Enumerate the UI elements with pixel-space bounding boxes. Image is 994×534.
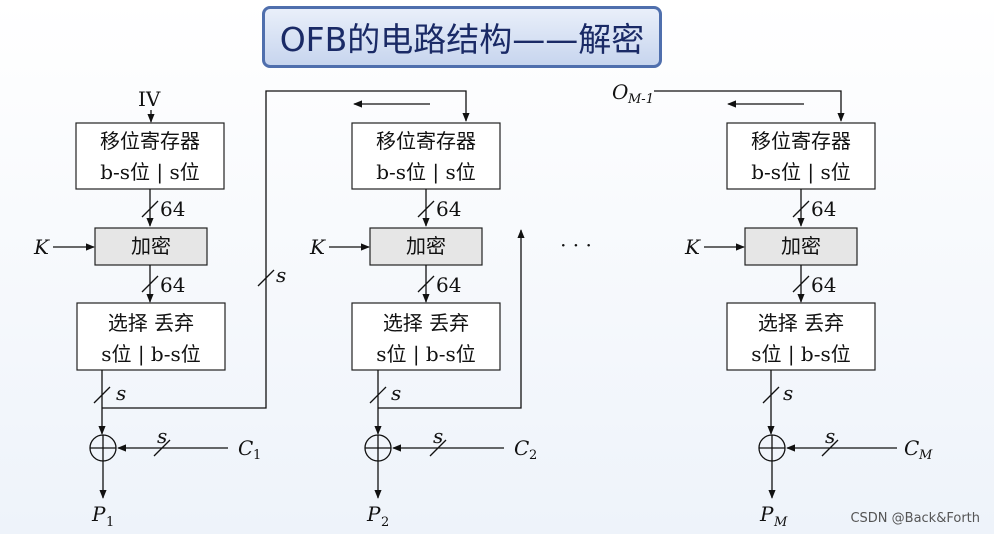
- feedback-line: [378, 229, 525, 409]
- shift-register-line1: 移位寄存器: [751, 129, 851, 153]
- plaintext-label: P: [759, 502, 774, 526]
- plaintext-subscript: 1: [106, 515, 114, 530]
- iv-label: IV: [138, 87, 161, 111]
- select-discard-line2: s位 | b-s位: [101, 342, 201, 367]
- watermark: CSDN @Back&Forth: [850, 511, 980, 526]
- ciphertext-label: C: [904, 436, 919, 460]
- shift-register-line2: b-s位 | s位: [100, 160, 200, 185]
- shift-register-line1: 移位寄存器: [100, 129, 200, 153]
- stage-2: 移位寄存器 b-s位 | s位 64 K 加密 64 选择 丢弃 s位 | b-…: [309, 100, 537, 530]
- plaintext-label: P: [366, 502, 381, 526]
- plaintext-subscript: 2: [381, 515, 389, 530]
- o-subscript: M-1: [627, 92, 654, 107]
- bits-s-label: s: [825, 424, 835, 448]
- bits-64-label: 64: [811, 273, 836, 297]
- shift-register-box: [351, 122, 501, 190]
- o-label: O: [612, 80, 628, 104]
- key-label: K: [33, 235, 50, 259]
- bits-64-label: 64: [436, 197, 461, 221]
- title-box: OFB的电路结构——解密: [262, 6, 662, 68]
- select-discard-line1: 选择 丢弃: [383, 311, 469, 335]
- bits-64-label: 64: [160, 197, 185, 221]
- select-discard-line2: s位 | b-s位: [751, 342, 851, 367]
- bits-64-label: 64: [436, 273, 461, 297]
- shift-register-box: [726, 122, 876, 190]
- page-title: OFB的电路结构——解密: [279, 20, 645, 59]
- ciphertext-subscript: M: [918, 448, 933, 463]
- bits-s-label: s: [783, 381, 793, 405]
- bits-64-label: 64: [160, 273, 185, 297]
- bits-s-label: s: [116, 381, 126, 405]
- plaintext-subscript: M: [773, 515, 788, 530]
- encrypt-label: 加密: [406, 234, 446, 258]
- select-discard-line2: s位 | b-s位: [376, 342, 476, 367]
- stage-m: O M-1 移位寄存器 b-s位 | s位 64 K 加密 64 选择 丢弃 s…: [612, 80, 933, 530]
- key-label: K: [309, 235, 326, 259]
- encrypt-label: 加密: [781, 234, 821, 258]
- encrypt-label: 加密: [131, 234, 171, 258]
- bits-s-label: s: [433, 424, 443, 448]
- ciphertext-subscript: 1: [253, 448, 261, 463]
- shift-register-line2: b-s位 | s位: [376, 160, 476, 185]
- select-discard-box: [726, 302, 876, 371]
- shift-register-line2: b-s位 | s位: [751, 160, 851, 185]
- select-discard-line1: 选择 丢弃: [758, 311, 844, 335]
- shift-register-line1: 移位寄存器: [376, 129, 476, 153]
- bits-s-label: s: [391, 381, 401, 405]
- ellipsis: · · ·: [560, 233, 592, 257]
- shift-register-box: [75, 122, 225, 190]
- ciphertext-subscript: 2: [529, 448, 537, 463]
- encrypt-box: [94, 227, 208, 266]
- bits-s-label: s: [157, 424, 167, 448]
- encrypt-box: [744, 227, 858, 266]
- stage-1: IV 移位寄存器 b-s位 | s位 64 K 加密 64 选择 丢弃 s位 |…: [33, 87, 470, 530]
- key-label: K: [684, 235, 701, 259]
- select-discard-box: [351, 302, 501, 371]
- ciphertext-label: C: [514, 436, 529, 460]
- ciphertext-label: C: [238, 436, 253, 460]
- bits-s-label: s: [276, 263, 286, 287]
- plaintext-label: P: [91, 502, 106, 526]
- encrypt-box: [369, 227, 483, 266]
- select-discard-box: [76, 302, 226, 371]
- feedback-line: [102, 90, 470, 409]
- bits-64-label: 64: [811, 197, 836, 221]
- select-discard-line1: 选择 丢弃: [108, 311, 194, 335]
